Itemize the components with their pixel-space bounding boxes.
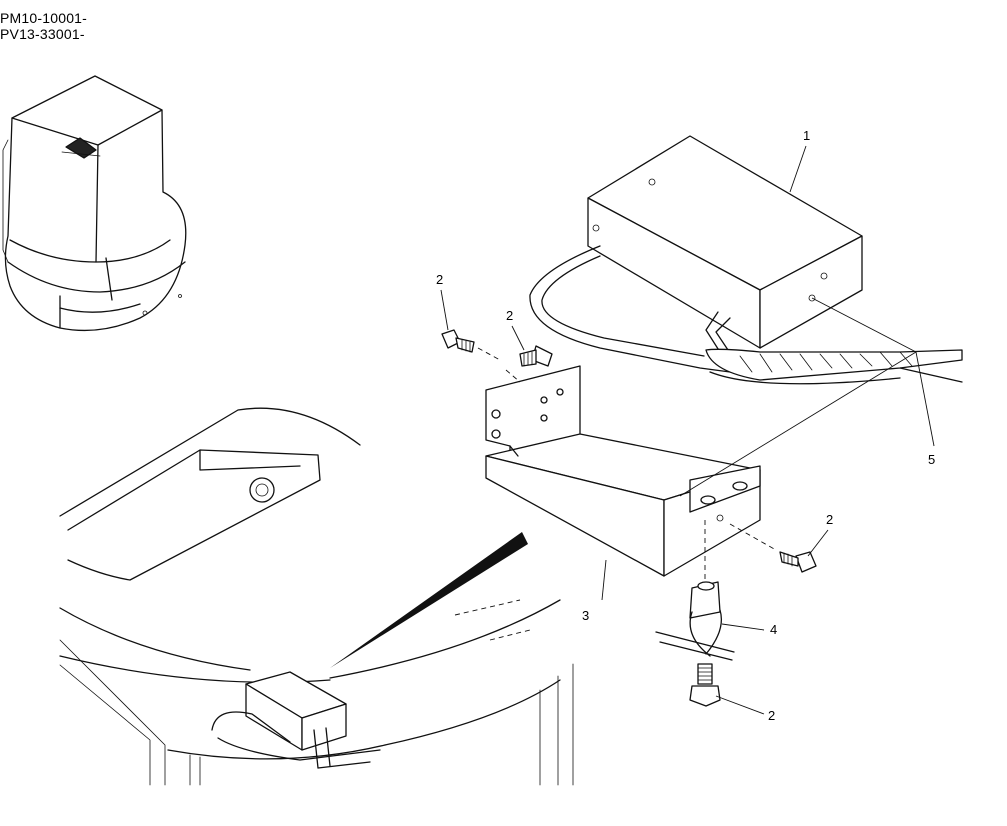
serial-number-1: PM10-10001- xyxy=(0,10,88,26)
callout-2-bolt-c: 2 xyxy=(826,512,833,527)
clamp-part-4 xyxy=(655,581,735,661)
controller-box-part-1 xyxy=(529,135,963,385)
serial-number-2: PV13-33001- xyxy=(0,26,85,42)
bolt-a xyxy=(441,329,501,361)
callout-4: 4 xyxy=(770,622,777,637)
bolt-d xyxy=(689,520,721,707)
view-pointer-wedge xyxy=(330,532,528,668)
callout-1: 1 xyxy=(803,128,810,143)
callout-2-bolt-a: 2 xyxy=(436,272,443,287)
leader-lines xyxy=(440,145,935,715)
callout-2-bolt-b: 2 xyxy=(506,308,513,323)
callout-2-bolt-d: 2 xyxy=(768,708,775,723)
callout-5: 5 xyxy=(928,452,935,467)
mounting-bracket-part-3 xyxy=(485,365,761,577)
bolt-c xyxy=(729,523,817,573)
bolt-b xyxy=(505,345,553,383)
engine-cover-illustration xyxy=(2,75,187,332)
callout-3: 3 xyxy=(582,608,589,623)
machine-body-illustration xyxy=(59,407,574,786)
